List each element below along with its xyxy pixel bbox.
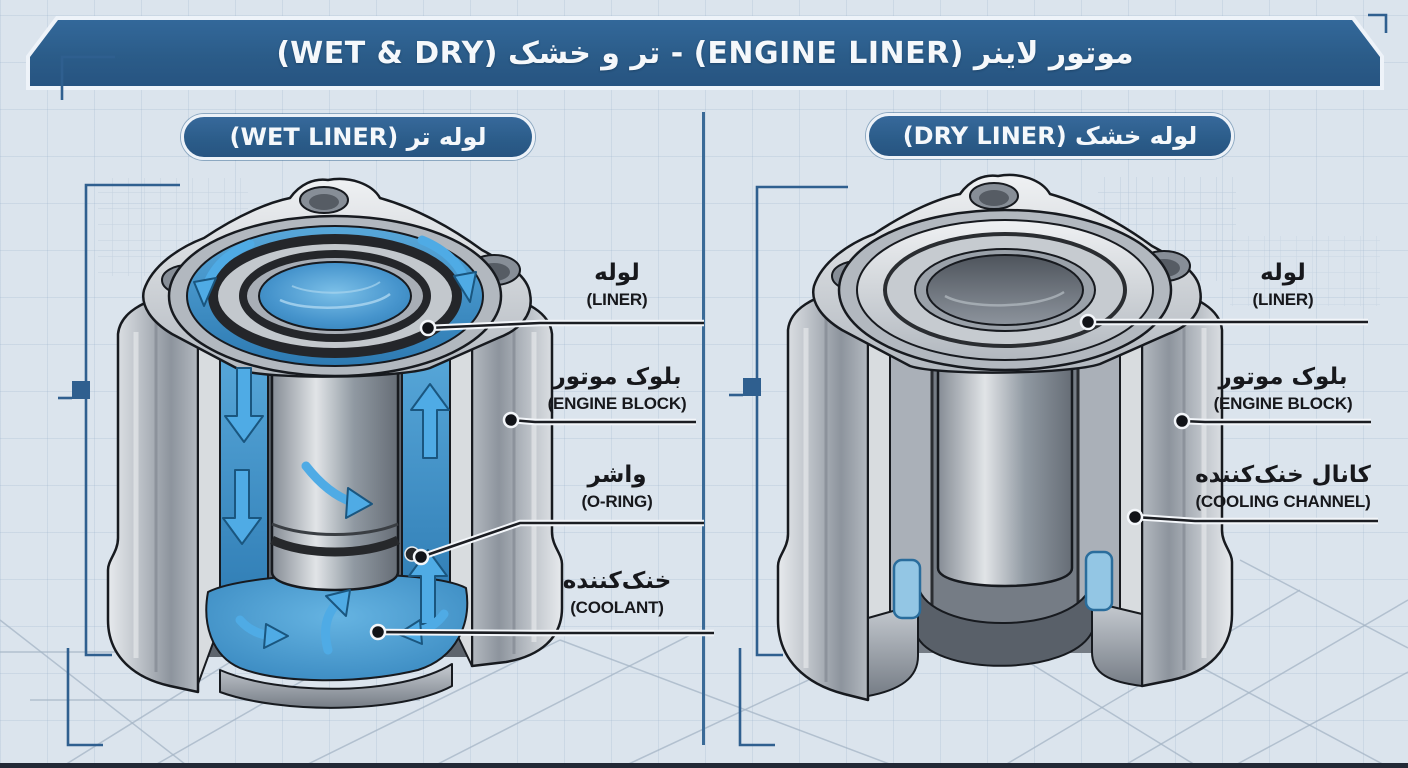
o-ring-cross-section xyxy=(404,546,420,562)
o-ring-lower xyxy=(270,535,400,557)
label-fa: واشر xyxy=(587,462,647,488)
engine-block-left-wall xyxy=(106,288,200,694)
label-liner-wet: لوله (LINER) xyxy=(521,258,713,312)
label-engine-block-wet: بلوک موتور (ENGINE BLOCK) xyxy=(521,362,713,416)
dry-liner-illustration xyxy=(776,173,1234,702)
label-en: (O-RING) xyxy=(581,492,653,511)
block-base-left-foot xyxy=(867,603,919,697)
cylinder-bore xyxy=(926,254,1084,326)
wet-liner-badge-label: لوله تر (WET LINER) xyxy=(229,123,487,151)
cylinder-liner xyxy=(936,324,1074,588)
wet-liner-badge: لوله تر (WET LINER) xyxy=(181,114,535,160)
dry-liner-badge-label: لوله خشک (DRY LINER) xyxy=(902,122,1198,150)
cooling-channel-slot xyxy=(1084,550,1114,612)
label-fa: خنک‌کننده xyxy=(562,568,672,594)
label-coolant-wet: خنک‌کننده (COOLANT) xyxy=(521,566,713,620)
label-en: (LINER) xyxy=(586,290,648,309)
bottom-frame-edge xyxy=(0,763,1408,768)
label-en: (LINER) xyxy=(1252,290,1314,309)
label-en: (COOLANT) xyxy=(570,598,664,617)
block-base-right-foot xyxy=(1091,601,1143,687)
panel-divider xyxy=(702,112,705,745)
engine-block-left-wall xyxy=(776,284,870,702)
label-o-ring-wet: واشر (O-RING) xyxy=(521,460,713,514)
label-engine-block-dry: بلوک موتور (ENGINE BLOCK) xyxy=(1182,362,1384,416)
wet-liner-illustration xyxy=(106,177,564,709)
label-fa: لوله xyxy=(594,260,640,286)
label-fa: بلوک موتور xyxy=(1218,364,1348,390)
dry-liner-badge: لوله خشک (DRY LINER) xyxy=(866,113,1234,159)
label-fa: بلوک موتور xyxy=(552,364,682,390)
label-fa: کانال خنک‌کننده xyxy=(1195,462,1371,488)
label-liner-dry: لوله (LINER) xyxy=(1182,258,1384,312)
label-en: (COOLING CHANNEL) xyxy=(1195,492,1371,511)
label-en: (ENGINE BLOCK) xyxy=(1213,394,1353,413)
label-fa: لوله xyxy=(1260,260,1306,286)
title-banner: موتور لاینر (ENGINE LINER) - تر و خشک (W… xyxy=(26,16,1384,90)
cylinder-liner xyxy=(270,328,400,592)
coolant-flow-arrows xyxy=(193,235,477,655)
grid-patch xyxy=(1230,236,1380,306)
liner-bore-coolant xyxy=(258,261,412,331)
block-base xyxy=(219,663,453,709)
title-banner-face: موتور لاینر (ENGINE LINER) - تر و خشک (W… xyxy=(30,20,1380,86)
cooling-channel-slot xyxy=(892,558,922,620)
label-cooling-channel-dry: کانال خنک‌کننده (COOLING CHANNEL) xyxy=(1182,460,1384,514)
label-en: (ENGINE BLOCK) xyxy=(547,394,687,413)
page-title: موتور لاینر (ENGINE LINER) - تر و خشک (W… xyxy=(276,35,1134,71)
